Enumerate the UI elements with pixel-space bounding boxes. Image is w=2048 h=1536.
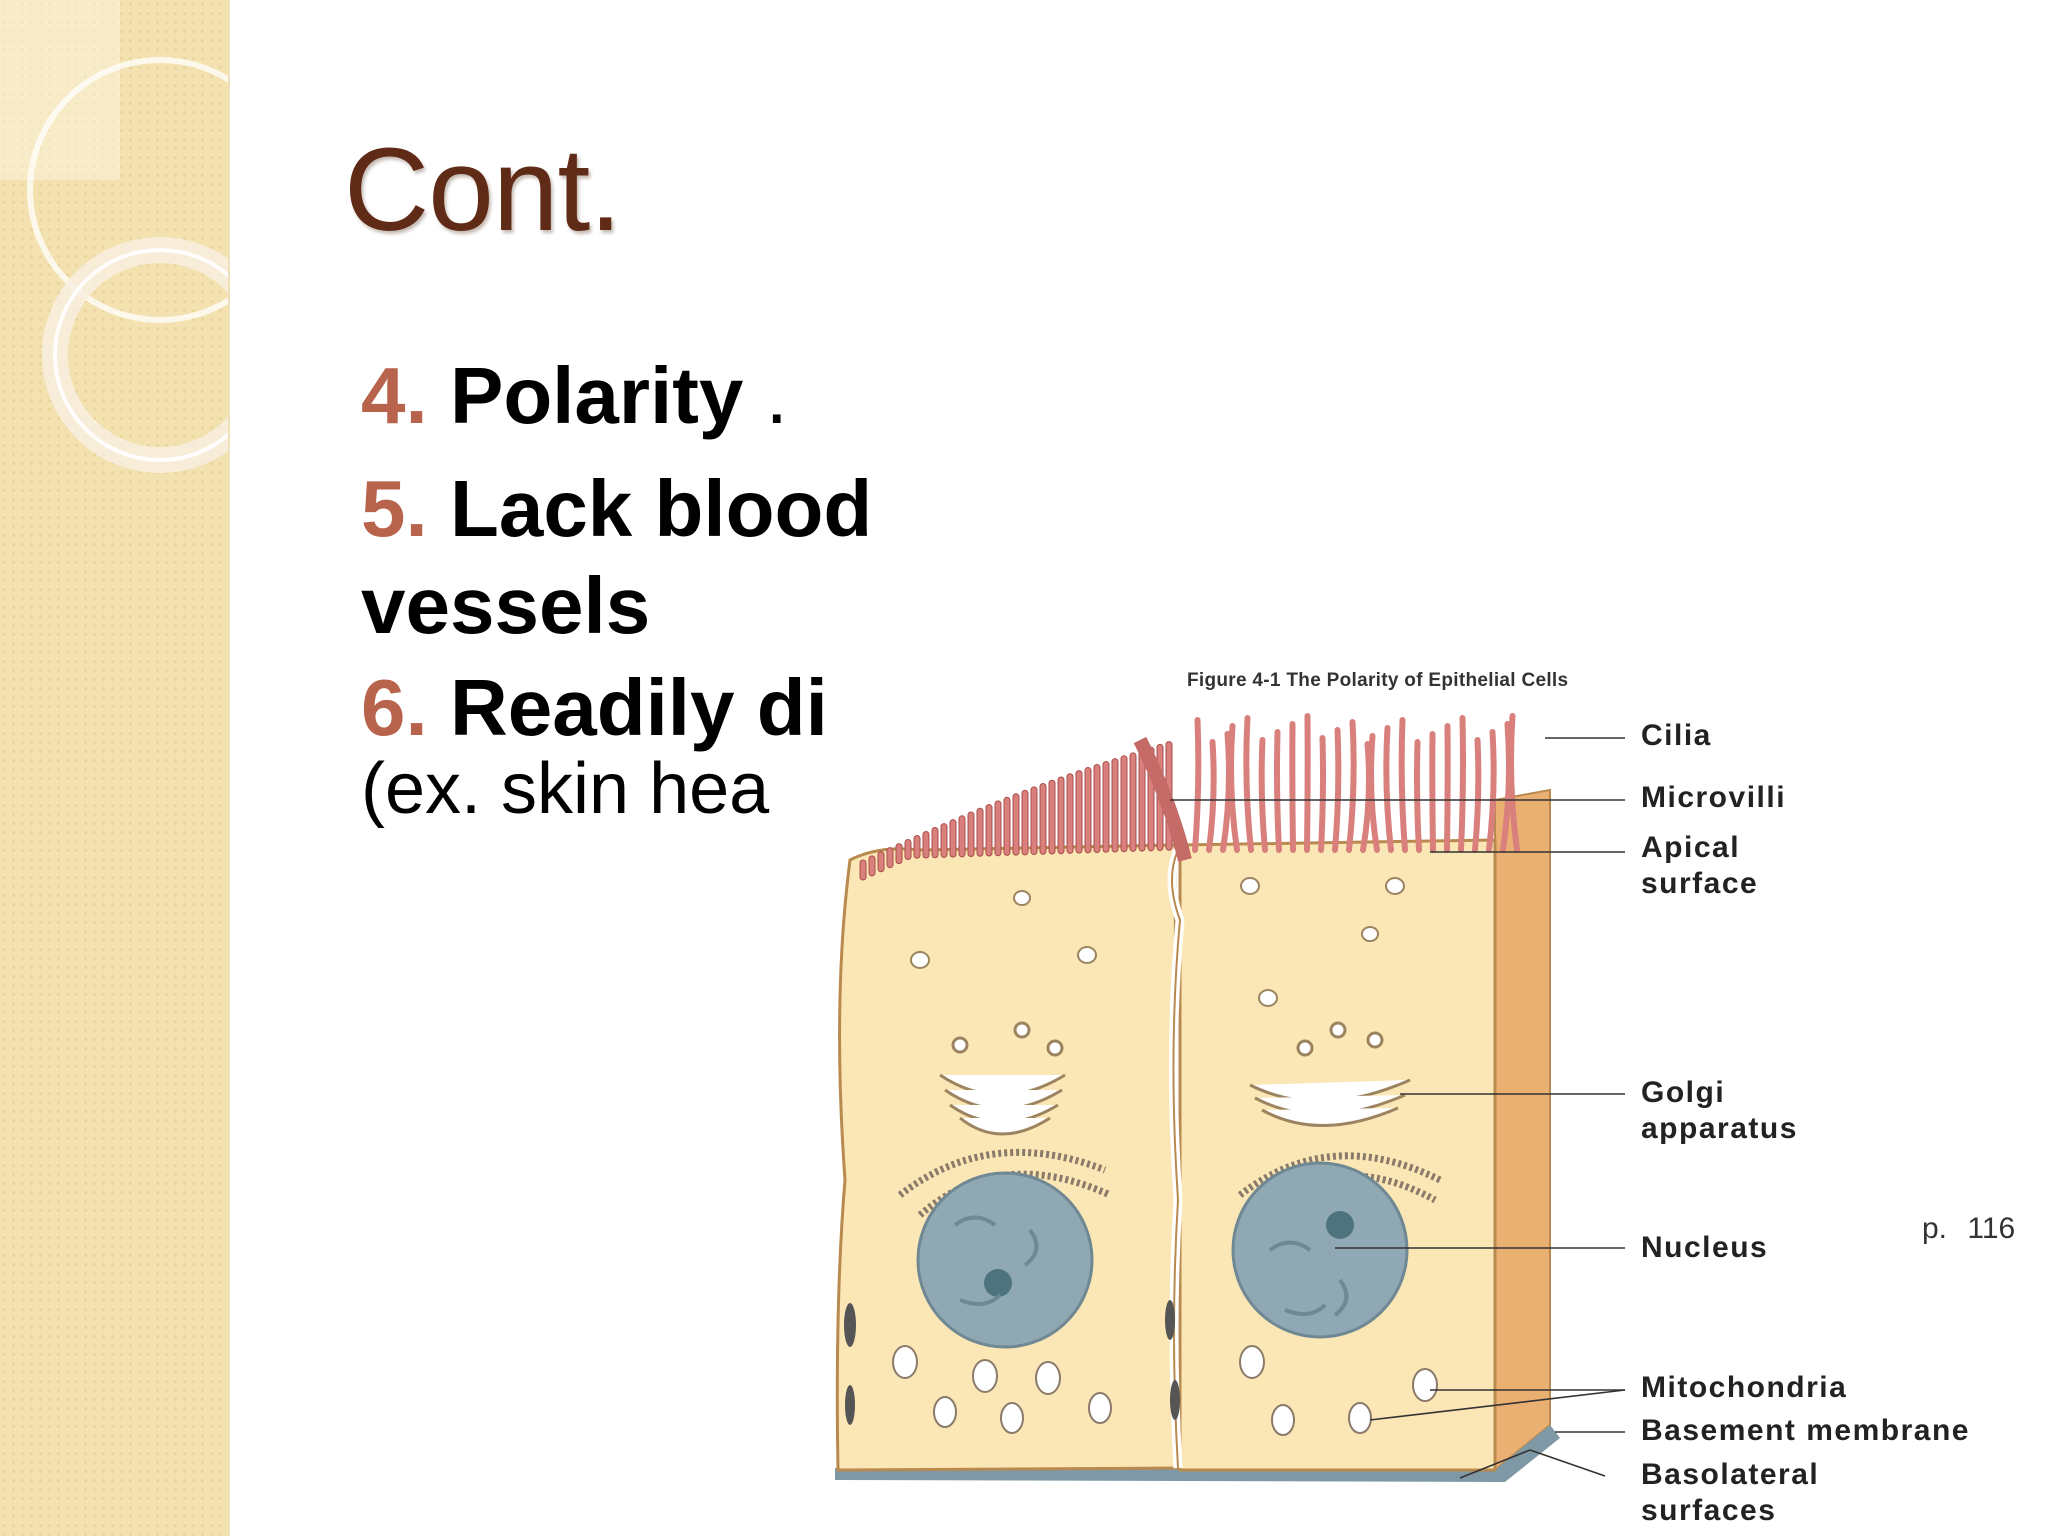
bullet-5-continuation: vessels — [361, 561, 651, 650]
microvillus-shape — [931, 827, 939, 859]
cilium-shape — [1243, 715, 1254, 853]
microvillus-shape — [1003, 796, 1011, 856]
cilium-shape — [1508, 713, 1520, 853]
bullet-6-subtext: (ex. skin hea — [361, 749, 770, 829]
bullet-4-number: 4. — [361, 351, 428, 440]
microvillus-shape — [1129, 752, 1137, 852]
cilium-shape — [1228, 723, 1240, 853]
microvillus-shape — [1102, 761, 1110, 853]
microvillus-shape — [859, 859, 867, 881]
slide-title: Cont. — [344, 124, 622, 256]
cilium-shape — [1444, 723, 1451, 853]
bullet-5-number: 5. — [361, 464, 428, 553]
microvillus-shape — [1093, 764, 1101, 854]
microvillus-shape — [985, 804, 993, 857]
microvillus-shape — [1111, 758, 1119, 853]
label-cilia: Cilia — [1641, 719, 1712, 752]
cilium-shape — [1346, 719, 1357, 853]
microvillus-shape — [1021, 789, 1029, 856]
label-basement-membrane: Basement membrane — [1641, 1414, 1970, 1447]
microvillus-shape — [1030, 786, 1038, 856]
cilium-shape — [1304, 713, 1311, 853]
bullet-4-suffix: . — [743, 351, 788, 440]
sidebar-decoration — [0, 0, 230, 1536]
bullet-6: 6. Readily di — [361, 662, 828, 754]
microvillus-shape — [895, 843, 903, 865]
label-basolateral-1: Basolateral — [1641, 1458, 1820, 1491]
microvillus-shape — [1084, 767, 1092, 854]
cilium-shape — [1258, 737, 1268, 853]
microvillus-shape — [877, 851, 885, 873]
epithelial-cells-figure — [835, 713, 1626, 1482]
bullet-5-text: Lack blood — [449, 464, 873, 553]
figure-caption: Figure 4-1 The Polarity of Epithelial Ce… — [1187, 670, 1569, 691]
microvillus-shape — [994, 800, 1002, 857]
cilium-shape — [1472, 737, 1482, 853]
microvillus-shape — [904, 839, 912, 861]
microvillus-shape — [949, 819, 957, 858]
microvillus-shape — [958, 815, 966, 858]
label-basolateral-2: surfaces — [1641, 1494, 1777, 1527]
label-golgi-2: apparatus — [1641, 1112, 1798, 1145]
cilium-shape — [1458, 715, 1466, 853]
microvillus-shape — [1057, 776, 1065, 855]
bullet-5: 5. Lack blood — [361, 463, 872, 555]
label-apical-surface-2: surface — [1641, 867, 1759, 900]
cilium-shape — [1220, 731, 1232, 853]
microvillus-shape — [967, 811, 975, 858]
microvillus-shape — [1012, 793, 1020, 856]
cilium-shape — [1486, 729, 1497, 853]
microvillus-shape — [940, 823, 948, 858]
bullet-4-text: Polarity — [449, 351, 744, 440]
label-nucleus: Nucleus — [1641, 1231, 1769, 1264]
bullet-4: 4. Polarity . — [361, 350, 788, 442]
label-golgi-1: Golgi — [1641, 1076, 1726, 1109]
cilium-shape — [1500, 721, 1512, 853]
cilium-shape — [1332, 727, 1342, 853]
cilium-shape — [1192, 717, 1202, 853]
bullet-6-number: 6. — [361, 663, 428, 752]
cilium-shape — [1360, 741, 1372, 853]
decorative-rings — [0, 0, 228, 473]
microvillus-shape — [913, 834, 921, 859]
label-mitochondria: Mitochondria — [1641, 1371, 1848, 1404]
bullet-6-text: Readily di — [449, 663, 828, 752]
cilium-shape — [1429, 731, 1436, 853]
label-microvilli: Microvilli — [1641, 781, 1787, 814]
cilium-shape — [1368, 733, 1380, 853]
microvillus-shape — [1075, 770, 1083, 854]
cilium-shape — [1274, 729, 1282, 853]
label-apical-surface-1: Apical — [1641, 831, 1741, 864]
cilium-shape — [1289, 721, 1296, 853]
microvillus-shape — [922, 830, 930, 859]
cilium-shape — [1398, 717, 1408, 853]
page-reference: p. 116 — [1922, 1212, 2016, 1245]
microvillus-shape — [1138, 749, 1146, 852]
microvillus-shape — [886, 847, 894, 869]
microvillus-shape — [868, 855, 876, 877]
cilium-shape — [1383, 725, 1394, 853]
microvillus-shape — [1120, 755, 1128, 853]
cilium-shape — [1414, 739, 1422, 853]
cilium-shape — [1318, 735, 1326, 853]
cilium-shape — [1206, 739, 1217, 853]
microvillus-shape — [1066, 773, 1074, 854]
microvillus-shape — [1048, 779, 1056, 855]
microvillus-shape — [976, 807, 984, 857]
microvillus-shape — [1039, 783, 1047, 855]
